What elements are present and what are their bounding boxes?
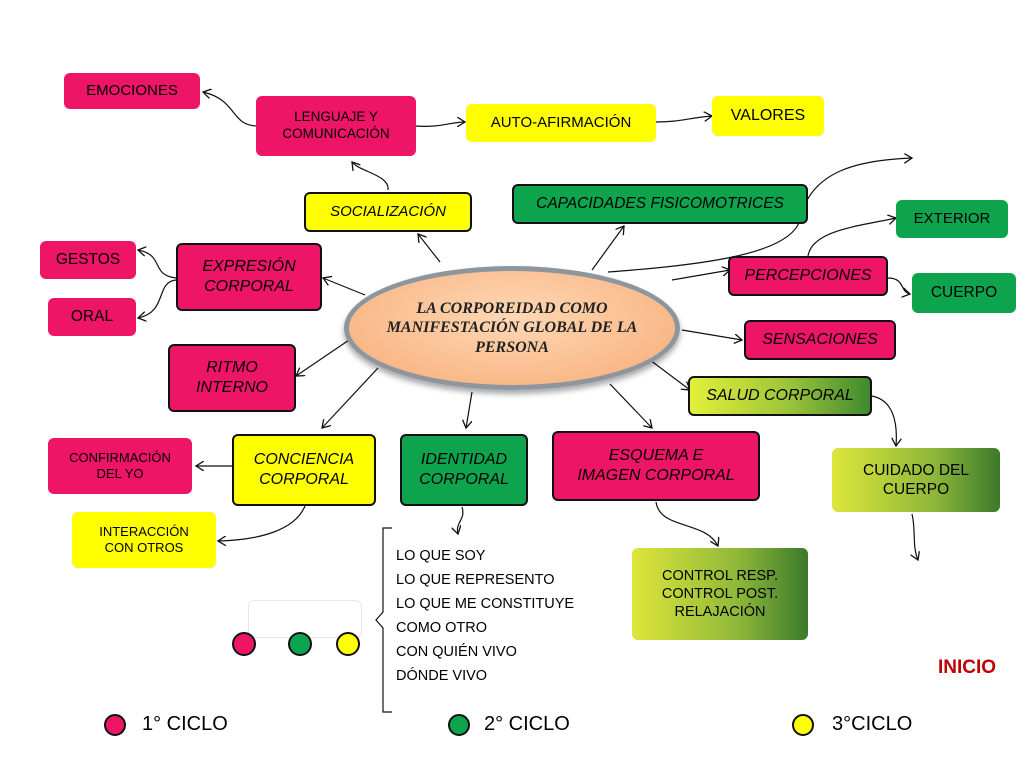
node-sensaciones: SENSACIONES xyxy=(744,320,896,360)
link-conciencia-interaccion xyxy=(218,505,306,541)
mini-dot-pink xyxy=(232,632,256,656)
identity-list-item: COMO OTRO xyxy=(396,620,488,636)
link-center-salud xyxy=(649,359,690,390)
link-percepciones-cuerpo xyxy=(887,277,910,294)
link-center-esquema xyxy=(609,383,652,428)
conciencia-line2: CORPORAL xyxy=(259,471,349,488)
legend-swatch-green xyxy=(448,714,470,736)
node-ritmo-interno: RITMO INTERNO xyxy=(168,344,296,412)
esquema-line2: IMAGEN CORPORAL xyxy=(577,467,735,484)
confirmacion-line2: DEL YO xyxy=(96,466,144,481)
expresion-line2: CORPORAL xyxy=(204,278,294,295)
link-center-socializacion xyxy=(418,234,441,263)
identity-list-item: LO QUE REPRESENTO xyxy=(396,572,555,588)
interaccion-line1: INTERACCIÓN xyxy=(99,523,189,539)
node-cuerpo: CUERPO xyxy=(912,273,1016,313)
center-line1: LA CORPOREIDAD COMO xyxy=(416,300,608,318)
node-cuidado-del-cuerpo: CUIDADO DEL CUERPO xyxy=(832,448,1000,512)
control-line1: CONTROL RESP. xyxy=(661,567,779,584)
link-identidad-list xyxy=(457,506,464,534)
identidad-line1: IDENTIDAD xyxy=(420,451,508,468)
node-emociones: EMOCIONES xyxy=(64,73,200,109)
node-control-relajacion: CONTROL RESP. CONTROL POST. RELAJACIÓN xyxy=(632,548,808,640)
node-salud-corporal: SALUD CORPORAL xyxy=(688,376,872,416)
control-line2: CONTROL POST. xyxy=(661,585,779,602)
node-identidad-corporal: IDENTIDAD CORPORAL xyxy=(400,434,528,506)
node-socializacion: SOCIALIZACIÓN xyxy=(304,192,472,232)
link-cuidado-down xyxy=(912,513,918,560)
expresion-line1: EXPRESIÓN xyxy=(202,258,296,275)
lenguaje-line2: COMUNICACIÓN xyxy=(282,126,390,141)
identity-list-item: DÓNDE VIVO xyxy=(396,668,488,684)
link-lenguaje-emociones xyxy=(203,92,259,127)
link-center-percepciones xyxy=(671,270,730,281)
node-expresion-corporal: EXPRESIÓN CORPORAL xyxy=(176,243,322,311)
link-center-conciencia xyxy=(322,367,379,428)
mini-dot-yellow xyxy=(336,632,360,656)
link-center-expresion xyxy=(323,278,366,296)
control-line3: RELAJACIÓN xyxy=(674,604,766,621)
node-lenguaje-comunicacion: LENGUAJE Y COMUNICACIÓN xyxy=(256,96,416,156)
cuidado-line1: CUIDADO DEL xyxy=(863,461,969,479)
mini-dot-green xyxy=(288,632,312,656)
legend-label-2-ciclo: 2° CICLO xyxy=(484,713,570,735)
lenguaje-line1: LENGUAJE Y xyxy=(294,109,378,125)
node-auto-afirmacion: AUTO-AFIRMACIÓN xyxy=(466,104,656,142)
center-line3: PERSONA xyxy=(475,338,549,356)
node-esquema-imagen-corporal: ESQUEMA E IMAGEN CORPORAL xyxy=(552,431,760,501)
node-percepciones: PERCEPCIONES xyxy=(728,256,888,296)
identity-list: LO QUE SOY LO QUE REPRESENTO LO QUE ME C… xyxy=(396,544,574,688)
link-center-sensaciones xyxy=(681,329,742,340)
interaccion-line2: CON OTROS xyxy=(104,540,184,555)
identity-bracket xyxy=(375,527,392,713)
identity-list-item: LO QUE SOY xyxy=(396,548,486,564)
link-socializacion-lenguaje xyxy=(352,162,389,191)
center-line2: MANIFESTACIÓN GLOBAL DE LA xyxy=(386,319,638,337)
link-esquema-control xyxy=(655,501,718,546)
legend-label-1-ciclo: 1° CICLO xyxy=(142,713,228,735)
link-lenguaje-auto xyxy=(414,122,465,126)
legend-swatch-pink xyxy=(104,714,126,736)
node-gestos: GESTOS xyxy=(40,241,136,279)
node-conciencia-corporal: CONCIENCIA CORPORAL xyxy=(232,434,376,506)
node-confirmacion-del-yo: CONFIRMACIÓN DEL YO xyxy=(48,438,192,494)
conciencia-line1: CONCIENCIA xyxy=(253,451,355,468)
node-oral: ORAL xyxy=(48,298,136,336)
ritmo-line2: INTERNO xyxy=(196,379,268,396)
link-center-identidad xyxy=(466,391,473,428)
node-capacidades-fisicomotrices: CAPACIDADES FISICOMOTRICES xyxy=(512,184,808,224)
node-interaccion-con-otros: INTERACCIÓN CON OTROS xyxy=(72,512,216,568)
legend-swatch-yellow xyxy=(792,714,814,736)
node-exterior: EXTERIOR xyxy=(896,200,1008,238)
inicio-link[interactable]: INICIO xyxy=(938,657,997,678)
cuidado-line2: CUERPO xyxy=(882,481,950,498)
link-expresion-oral xyxy=(138,279,177,318)
identity-list-item: LO QUE ME CONSTITUYE xyxy=(396,596,575,612)
confirmacion-line1: CONFIRMACIÓN xyxy=(69,449,171,465)
identidad-line2: CORPORAL xyxy=(419,471,509,488)
legend-label-3-ciclo: 3°CICLO xyxy=(832,713,913,735)
link-auto-valores xyxy=(655,116,712,123)
link-center-ritmo xyxy=(296,335,356,376)
esquema-line1: ESQUEMA E xyxy=(608,447,704,464)
central-concept: LA CORPOREIDAD COMO MANIFESTACIÓN GLOBAL… xyxy=(344,266,680,390)
link-percepciones-exterior xyxy=(807,218,896,257)
ritmo-line1: RITMO xyxy=(206,359,258,376)
identity-list-item: CON QUIÉN VIVO xyxy=(396,644,517,660)
link-expresion-gestos xyxy=(138,250,177,279)
link-center-capacidades xyxy=(591,226,624,271)
node-valores: VALORES xyxy=(712,96,824,136)
link-salud-cuidado xyxy=(871,395,896,446)
